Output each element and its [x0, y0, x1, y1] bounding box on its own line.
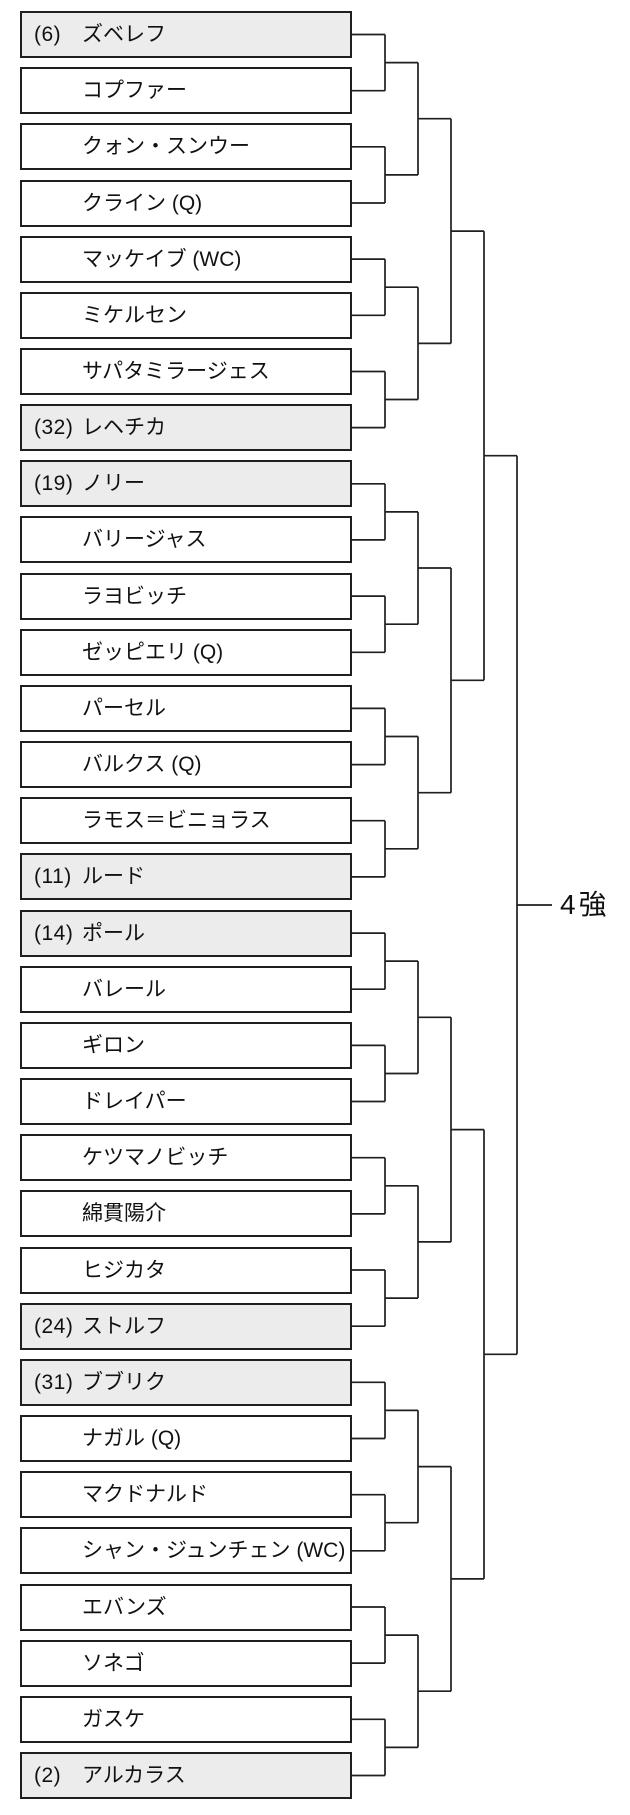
player-box: (32) レヘチカ	[20, 404, 352, 452]
player-box: ギロン	[20, 1021, 352, 1069]
player-name: ポール	[82, 921, 145, 945]
seed-label: (2)	[34, 1764, 62, 1787]
player-box: (31) ブブリク	[20, 1358, 352, 1406]
player-box: ミケルセン	[20, 291, 352, 339]
player-box: 綿貫陽介	[20, 1190, 352, 1238]
player-box: マッケイブ (WC)	[20, 235, 352, 283]
seed-label: (31)	[34, 1370, 74, 1394]
player-name: ケツマノビッチ	[82, 1146, 229, 1170]
player-box: エバンズ	[20, 1583, 352, 1631]
player-box: ゼッピエリ (Q)	[20, 628, 352, 676]
player-box: (11) ルード	[20, 853, 352, 901]
player-name: ソネゴ	[82, 1651, 145, 1675]
player-box: ラヨビッチ	[20, 572, 352, 620]
player-name: ブブリク	[82, 1370, 166, 1394]
player-box: シャン・ジュンチェン (WC)	[20, 1527, 352, 1575]
player-box: マクドナルド	[20, 1471, 352, 1519]
player-box: クライン (Q)	[20, 179, 352, 227]
player-box: (24) ストルフ	[20, 1302, 352, 1350]
player-name: ラモス＝ビニョラス	[82, 809, 271, 833]
player-name: ストルフ	[82, 1314, 166, 1338]
player-name: マッケイブ (WC)	[82, 247, 242, 271]
player-name: ナガル (Q)	[82, 1427, 182, 1450]
player-name: ノリー	[82, 472, 145, 496]
player-name: ミケルセン	[82, 303, 187, 327]
player-name: ガスケ	[82, 1707, 145, 1731]
player-box: ソネゴ	[20, 1639, 352, 1687]
player-name: バリージャス	[82, 528, 207, 552]
player-name: クライン (Q)	[82, 191, 203, 215]
seed-label: (19)	[34, 472, 74, 496]
player-name: シャン・ジュンチェン (WC)	[82, 1539, 346, 1563]
player-name: ズベレフ	[82, 23, 166, 46]
player-box: パーセル	[20, 684, 352, 732]
player-box: ケツマノビッチ	[20, 1134, 352, 1182]
player-box: ラモス＝ビニョラス	[20, 797, 352, 845]
player-name: アルカラス	[82, 1764, 186, 1787]
player-box: バルクス (Q)	[20, 741, 352, 789]
player-name: ヒジカタ	[82, 1258, 166, 1282]
player-name: ルード	[82, 865, 145, 889]
seed-label: (14)	[34, 921, 74, 945]
player-name: ゼッピエリ (Q)	[82, 640, 224, 664]
player-box: バリージャス	[20, 516, 352, 564]
player-name: パーセル	[82, 696, 166, 720]
player-box: クォン・スンウー	[20, 123, 352, 171]
final-four-label: 4強	[560, 889, 610, 920]
player-box: コプファー	[20, 67, 352, 115]
player-box: (19) ノリー	[20, 460, 352, 508]
player-name: サパタミラージェス	[82, 360, 270, 383]
player-name: ドレイパー	[82, 1090, 187, 1113]
player-name: バルクス (Q)	[82, 753, 202, 777]
player-box: (2) アルカラス	[20, 1752, 352, 1799]
player-box: (6) ズベレフ	[20, 11, 352, 58]
seed-label: (11)	[34, 865, 72, 889]
player-name: 綿貫陽介	[82, 1202, 166, 1226]
player-box: バレール	[20, 965, 352, 1013]
seed-label: (24)	[34, 1314, 74, 1338]
player-box: ガスケ	[20, 1695, 352, 1743]
player-box: ナガル (Q)	[20, 1415, 352, 1462]
player-name: レヘチカ	[82, 416, 166, 440]
player-box: (14) ポール	[20, 909, 352, 957]
player-name: ラヨビッチ	[82, 584, 187, 608]
player-name: エバンズ	[82, 1595, 167, 1619]
player-name: マクドナルド	[82, 1483, 208, 1507]
player-name: コプファー	[82, 79, 187, 103]
player-name: ギロン	[82, 1033, 145, 1057]
player-box: サパタミラージェス	[20, 348, 352, 395]
player-box: ドレイパー	[20, 1078, 352, 1125]
seed-label: (6)	[34, 23, 62, 46]
connector-path	[352, 33, 552, 1777]
seed-label: (32)	[34, 416, 74, 440]
player-box: ヒジカタ	[20, 1246, 352, 1294]
player-name: バレール	[82, 977, 166, 1001]
player-name: クォン・スンウー	[82, 135, 250, 159]
